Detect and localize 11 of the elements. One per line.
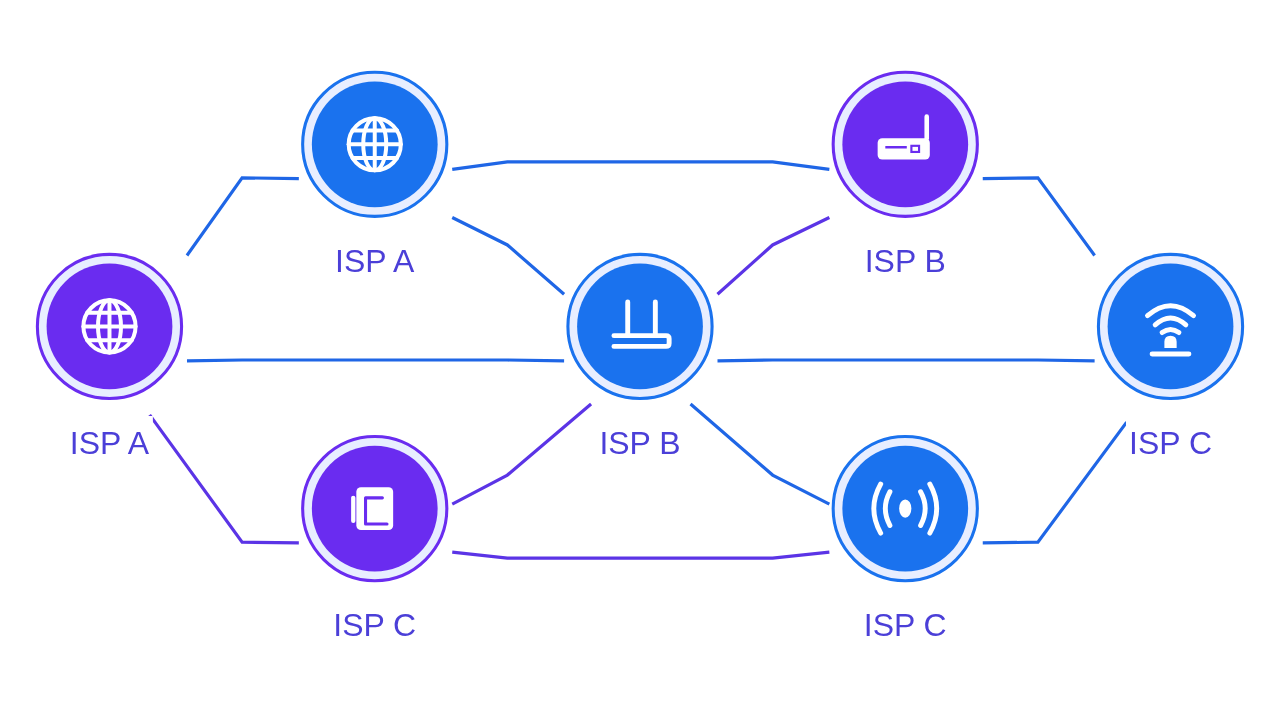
- connector-line: [716, 216, 831, 296]
- connector-line: [452, 550, 830, 560]
- connector-line: [717, 358, 1095, 363]
- connector-line: [185, 176, 299, 257]
- connector-line: [186, 358, 565, 363]
- connector-line: [689, 402, 831, 506]
- connector-line: [148, 413, 299, 545]
- connector-line: [452, 160, 830, 171]
- connector-line: [451, 216, 566, 296]
- connector-line: [982, 176, 1096, 257]
- connector-line: [451, 402, 593, 506]
